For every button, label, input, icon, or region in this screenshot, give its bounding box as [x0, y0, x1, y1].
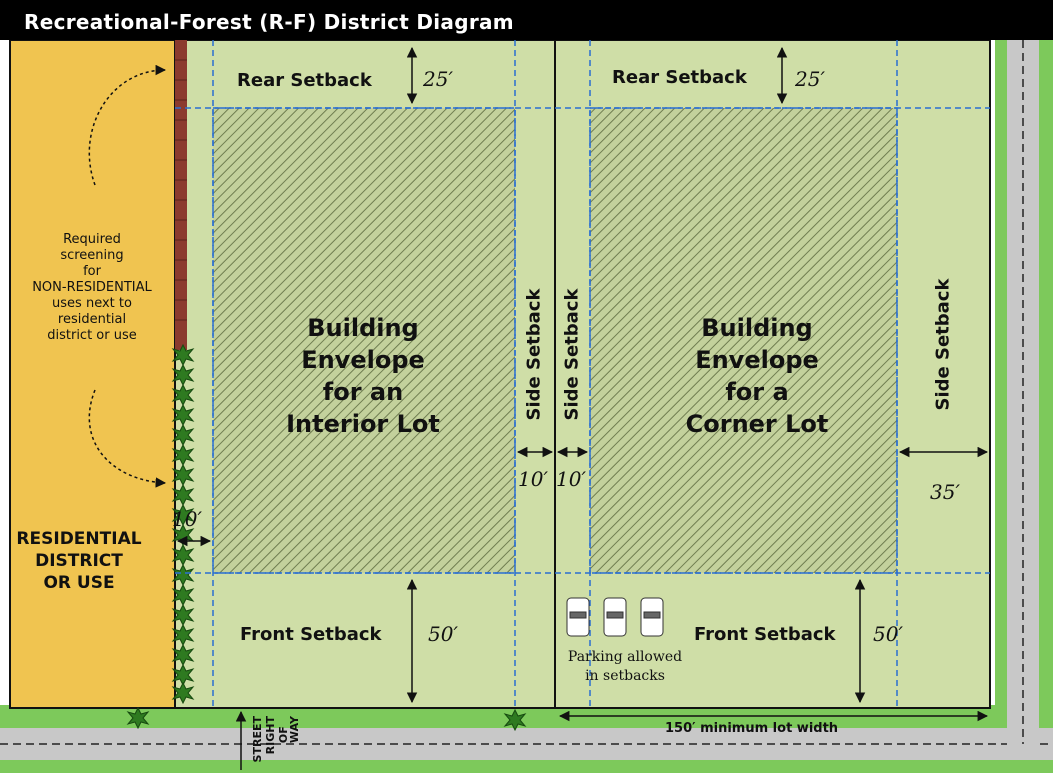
screening-arrow-top	[88, 64, 167, 186]
side-setback-label-corner: Side Setback	[561, 288, 583, 421]
rear-setback-label-corner: Rear Setback	[612, 67, 747, 88]
title-bar	[0, 0, 1053, 40]
interior-building-label: Building Envelope for an Interior Lot	[286, 314, 440, 438]
residential-district	[9, 39, 176, 709]
corner-building-label: Building Envelope for a Corner Lot	[685, 314, 829, 438]
corner-building-envelope	[589, 107, 898, 574]
lot-width-label: 150′ minimum lot width	[665, 721, 839, 736]
side-setback-label: Side Setback	[523, 288, 545, 421]
parked-cars	[566, 597, 664, 637]
left-setback-dim: 10′	[172, 507, 202, 531]
parking-note: Parking allowed in setbacks	[567, 649, 683, 684]
residential-label: RESIDENTIAL DISTRICT OR USE	[16, 529, 142, 593]
side-setback-dim-corner: 10′	[556, 467, 586, 491]
street-side-setback-dim: 35′	[930, 480, 960, 504]
rear-setback-dim: 25′	[423, 67, 453, 91]
rear-setback-label: Rear Setback	[237, 70, 372, 91]
page-title: Recreational-Forest (R-F) District Diagr…	[24, 10, 514, 34]
rear-setback-dim-corner: 25′	[795, 67, 825, 91]
street-side-setback-label: Side Setback	[932, 278, 954, 411]
side-setback-dim: 10′	[518, 467, 548, 491]
screening-fence	[175, 40, 187, 350]
front-setback-dim: 50′	[428, 622, 458, 646]
screening-arrow-bottom	[88, 389, 167, 488]
interior-building-envelope	[212, 107, 516, 574]
screening-note: Required screening for NON-RESIDENTIAL u…	[32, 232, 152, 343]
front-setback-label: Front Setback	[240, 624, 382, 645]
front-setback-label-corner: Front Setback	[694, 624, 836, 645]
front-setback-dim-corner: 50′	[873, 622, 903, 646]
